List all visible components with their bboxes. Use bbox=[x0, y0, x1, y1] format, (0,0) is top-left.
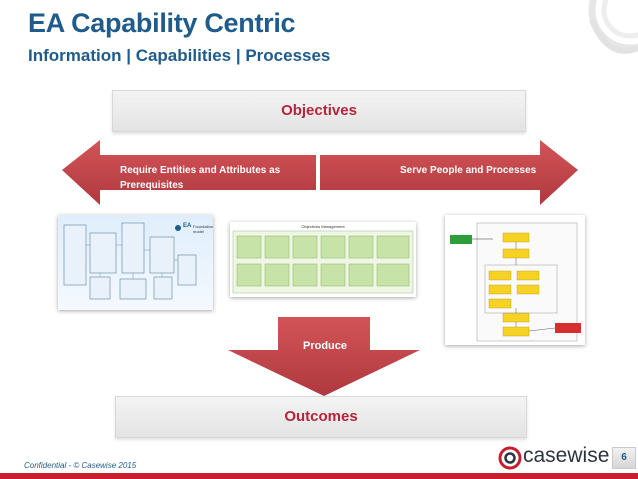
process-flow-diagram bbox=[450, 222, 581, 342]
casewise-logo-icon bbox=[498, 446, 522, 470]
objectives-bar: Objectives bbox=[112, 90, 526, 132]
capability-map-diagram bbox=[232, 230, 414, 294]
right-arrow-label: Serve People and Processes bbox=[400, 165, 537, 176]
left-arrow-label: Require Entities and Attributes as Prere… bbox=[120, 165, 281, 191]
data-model-diagram bbox=[63, 222, 197, 300]
capability-map-thumbnail: Objectives Management bbox=[230, 222, 416, 297]
data-model-thumbnail: EA Foundation model bbox=[58, 215, 213, 310]
process-flow-thumbnail bbox=[445, 215, 585, 345]
outcomes-bar: Outcomes bbox=[115, 396, 527, 438]
objectives-label: Objectives bbox=[281, 102, 357, 119]
produce-arrow-label: Produce bbox=[302, 340, 347, 352]
page-title: EA Capability Centric bbox=[28, 8, 296, 38]
outcomes-label: Outcomes bbox=[284, 408, 358, 425]
page-subtitle: Information | Capabilities | Processes bbox=[28, 46, 331, 65]
data-model-caption: Foundation model bbox=[193, 224, 213, 234]
brand-name: casewise bbox=[523, 444, 610, 467]
confidential-notice: Confidential - © Casewise 2015 bbox=[24, 461, 137, 470]
corner-swirl-decoration bbox=[588, 0, 638, 54]
footer-accent-line bbox=[0, 473, 638, 479]
produce-arrow-shape bbox=[228, 317, 420, 396]
page-number: 6 bbox=[612, 447, 636, 469]
left-arrow-shape bbox=[62, 140, 316, 205]
data-model-badge: EA bbox=[183, 223, 192, 229]
capability-map-caption: Objectives Management bbox=[301, 224, 345, 229]
right-arrow-shape bbox=[320, 140, 578, 205]
